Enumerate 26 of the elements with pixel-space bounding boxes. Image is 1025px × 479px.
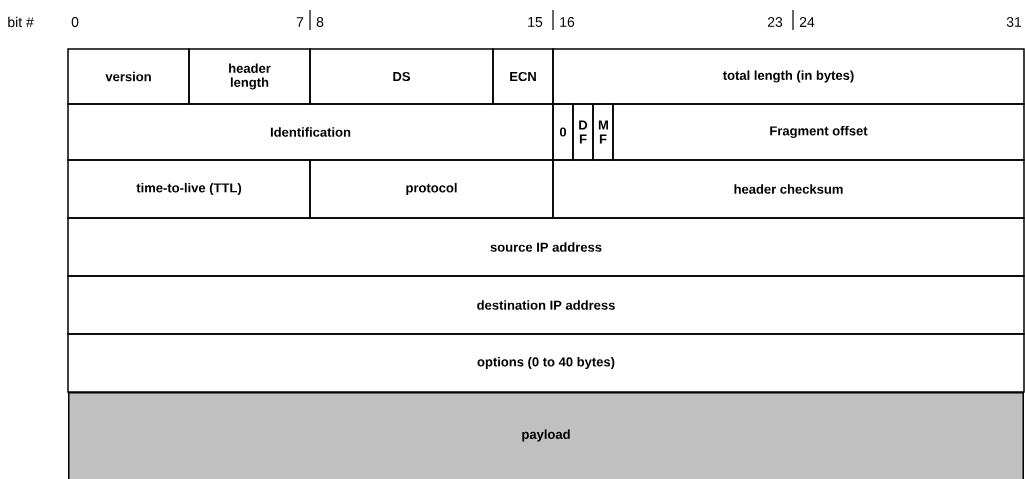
bit-number: 7	[296, 17, 304, 27]
bit-number: 16	[560, 17, 575, 27]
flag-cell: D F	[572, 103, 594, 161]
payload-area: payload	[68, 392, 1024, 479]
bit-number: 31	[1006, 17, 1022, 27]
field-cell: time-to-live (TTL)	[67, 159, 311, 219]
field-cell: header length	[188, 48, 311, 105]
field-cell: source IP address	[67, 217, 1025, 277]
flag-cell: 0	[552, 103, 574, 161]
field-cell: protocol	[309, 159, 554, 219]
axis-caption: bit #	[8, 16, 34, 28]
bit-number: 24	[799, 17, 815, 27]
bit-number: 23	[767, 17, 783, 27]
field-cell: ECN	[492, 48, 554, 105]
field-cell: total length (in bytes)	[552, 48, 1025, 105]
field-cell: Identification	[67, 103, 554, 161]
field-cell: options (0 to 40 bytes)	[67, 333, 1025, 393]
field-cell: DS	[309, 48, 494, 105]
field-cell: destination IP address	[67, 275, 1025, 335]
field-cell: header checksum	[552, 159, 1025, 219]
bit-number: 8	[316, 17, 324, 27]
bit-number: 0	[71, 17, 79, 27]
bit-number: 15	[528, 17, 543, 27]
field-cell: version	[67, 48, 190, 105]
flag-cell: M F	[592, 103, 614, 161]
field-cell: Fragment offset	[612, 103, 1025, 161]
